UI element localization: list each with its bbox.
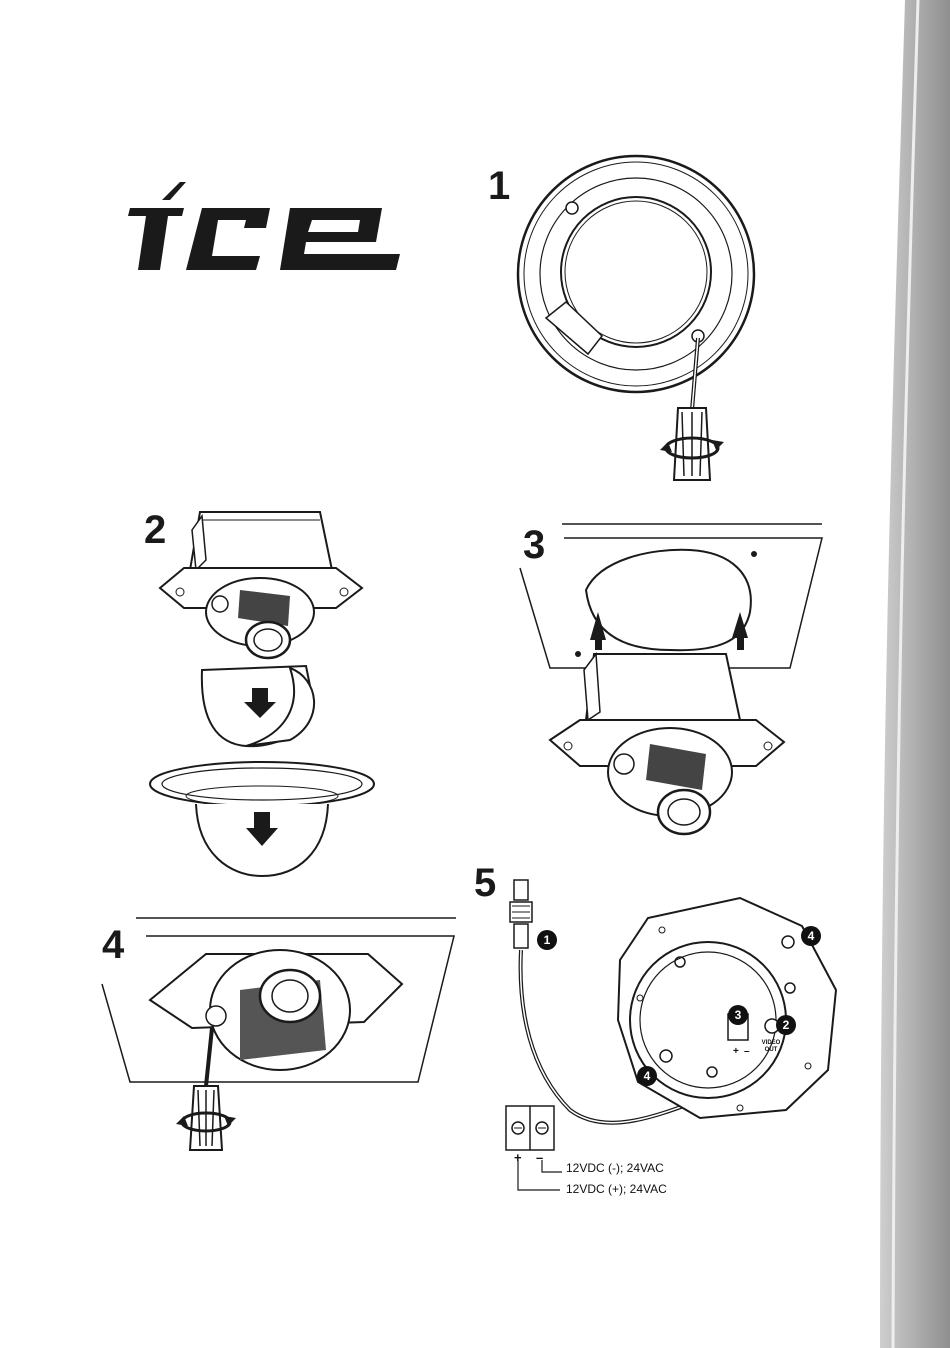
brand-logo: ice: [120, 170, 410, 280]
step4-ceiling-fix-illustration: [100, 910, 460, 1160]
callout-4-bottom: 4: [637, 1066, 657, 1086]
label-negative-supply: 12VDC (-); 24VAC: [566, 1161, 664, 1175]
callout-1: 1: [537, 930, 557, 950]
callout-2: 2: [776, 1015, 796, 1035]
callout-3: 3: [728, 1005, 748, 1025]
video-out-label: VIDEO OUT: [760, 1040, 782, 1054]
terminal-minus-label: –: [536, 1150, 543, 1165]
step2-dome-removal-illustration: [140, 500, 400, 880]
step3-ceiling-mount-illustration: [520, 520, 820, 850]
step1-dome-bottom-illustration: [510, 150, 770, 490]
label-positive-supply: 12VDC (+); 24VAC: [566, 1182, 667, 1196]
block-plus-label: +: [733, 1046, 739, 1057]
callout-4-top: 4: [801, 926, 821, 946]
terminal-plus-label: +: [514, 1150, 522, 1165]
block-minus-label: –: [744, 1046, 750, 1057]
step5-wiring-illustration: [490, 870, 850, 1200]
step-number-1: 1: [488, 166, 510, 206]
